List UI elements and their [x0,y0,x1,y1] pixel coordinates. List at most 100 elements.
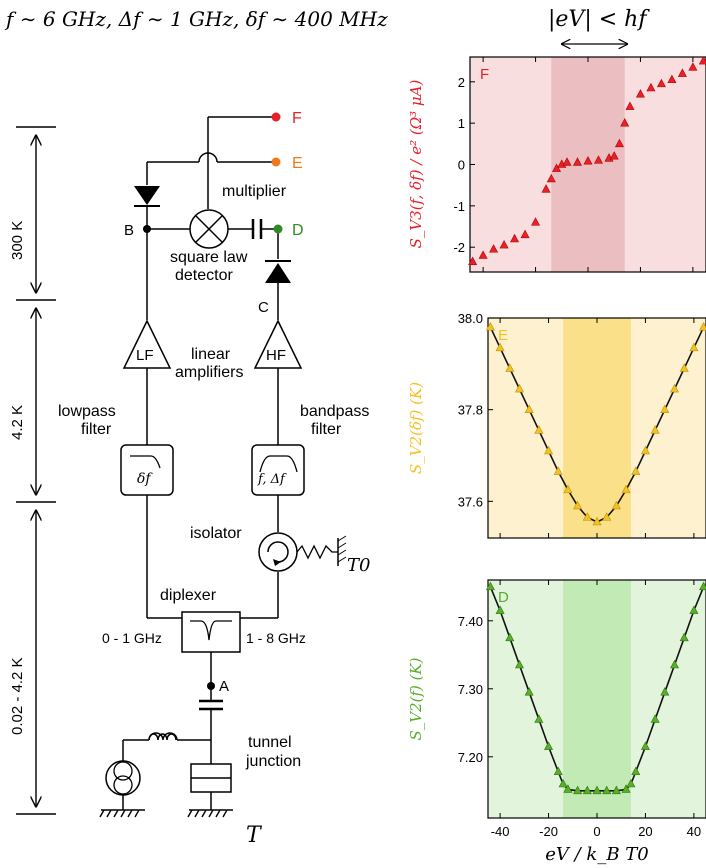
y-tick-label: 7.30 [458,682,483,697]
node-b-label: B [124,222,134,239]
y-tick-label: 7.40 [458,614,483,629]
lf-amp-label: LF [136,347,154,364]
data-point [573,157,583,166]
data-point [562,157,572,166]
node-b-dot [143,225,151,233]
data-point [495,342,505,352]
linear-label: linear [191,346,231,363]
node-f-dot [271,112,281,122]
data-point [660,404,670,413]
label-cold: 0.02 - 4.2 K [9,657,26,735]
node-a-dot [207,682,215,690]
data-point [602,785,612,795]
square-law-label: square law [170,249,248,266]
y-axis-label: S_V2(δf) (K) [407,382,425,474]
circuit-wires [122,116,279,810]
data-point [541,184,551,193]
coupling-capacitor [251,219,263,239]
bandpass-filter: f, Δf [251,444,305,496]
y-tick-label: 37.8 [458,403,483,418]
node-a-label: A [219,678,229,695]
data-point [635,89,645,98]
y-tick-label: 2 [458,75,465,90]
data-point [544,741,554,750]
data-point [626,778,636,788]
temperature-scale [16,126,56,815]
window-label: |eV| < hf [548,7,650,32]
panel-e: 38.037.837.6ES_V2(δf) (K) [407,311,706,539]
lowpass-filter-label: filter [81,421,112,438]
y-tick-label: 7.20 [458,750,483,765]
data-point [573,500,583,510]
data-point [660,687,670,696]
diplexer-label: diplexer [160,587,217,604]
lowpass-label: lowpass [58,403,116,420]
data-point [499,239,509,249]
diplexer-low-label: 0 - 1 GHz [102,630,162,646]
amplifiers-label: amplifiers [175,364,243,381]
y-axis-label: S_V3(f, δf) / e² (Ω³ μA) [407,79,425,248]
isolator-label: isolator [190,525,242,542]
data-point [670,383,680,393]
data-point [510,233,520,243]
data-point [583,156,593,165]
node-f-label: F [292,110,302,127]
square-law-diode [265,260,291,283]
data-point [670,659,680,669]
data-point [688,62,698,71]
lf-amplifier [122,319,172,369]
data-point [563,484,573,494]
data-point [650,714,660,723]
data-point [631,766,641,776]
data-point [614,138,624,148]
x-axis-label: eV / k_B T0 [545,844,648,865]
data-point [593,155,603,164]
panel-f: 210-1-2FS_V3(f, δf) / e² (Ω³ μA) [407,55,706,273]
data-point [592,785,602,795]
data-point [485,581,495,591]
data-point [553,466,563,475]
data-point [631,466,641,475]
lowpass-box-label: δf [137,471,153,487]
data-point [640,445,650,455]
panel-letter: F [480,66,489,83]
data-point [646,82,656,92]
data-point [489,244,499,253]
data-point [546,173,556,183]
temperature-t0-label: T0 [347,555,370,576]
data-point [553,766,563,776]
data-point [558,778,568,788]
data-point [625,101,635,110]
data-point [602,512,612,521]
data-point [468,256,478,265]
diplexer-icon [181,611,241,653]
window-band [563,580,631,818]
node-e-label: E [292,155,303,172]
tunnel-junction-icon [190,763,232,793]
data-point [505,632,515,642]
data-point [478,250,488,259]
data-point [514,383,524,393]
data-point [621,784,631,793]
data-point [656,78,666,88]
panel-letter: D [498,589,509,606]
x-tick-label: 20 [638,824,652,839]
y-tick-label: 0 [458,158,465,173]
data-point [611,785,621,795]
ground-icons [99,809,233,818]
data-point [621,484,631,494]
hf-amplifier [253,319,303,369]
data-point [679,363,689,372]
data-point [582,512,592,521]
plot-panels: 210-1-2FS_V3(f, δf) / e² (Ω³ μA)38.037.8… [407,55,706,865]
label-4k: 4.2 K [9,405,26,440]
multiplier-label: multiplier [222,183,287,200]
y-axis-label: S_V2(f) (K) [407,657,425,740]
data-point [524,687,534,696]
data-point [520,229,530,239]
hf-amp-label: HF [266,347,286,364]
data-point [592,516,602,526]
x-tick-label: 40 [687,824,701,839]
data-point [582,785,592,795]
